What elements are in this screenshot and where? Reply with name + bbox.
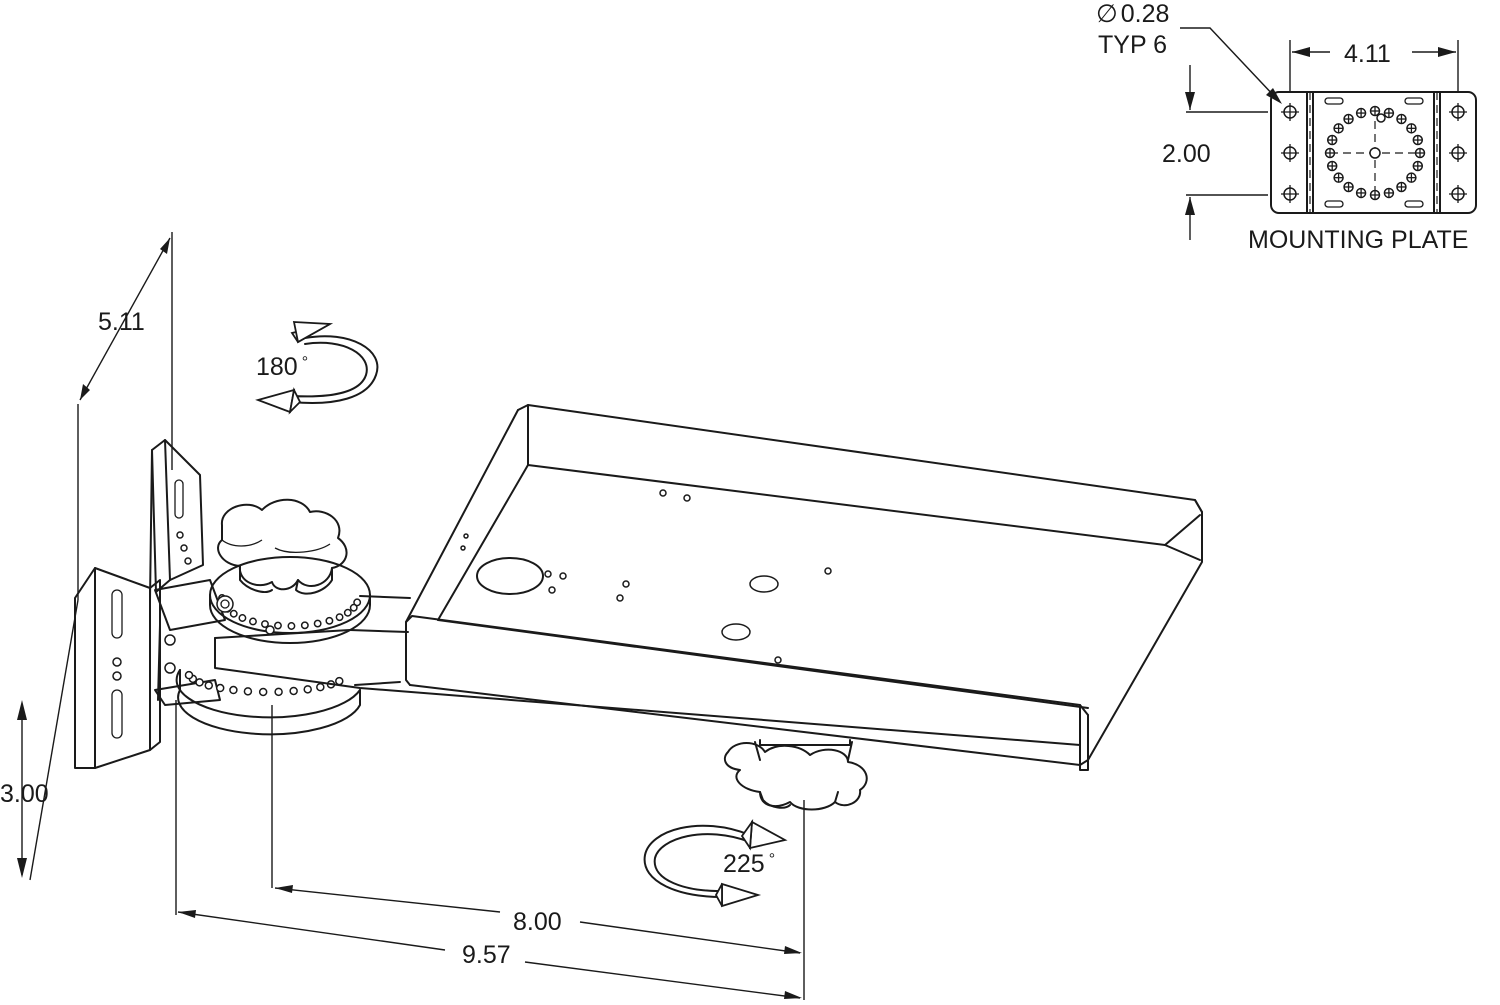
upper-degree-symbol: °: [302, 354, 308, 371]
disc-hole: [274, 621, 282, 630]
disc-hole: [204, 681, 214, 690]
mounting-plate-title: MOUNTING PLATE: [1248, 226, 1468, 254]
hole-diameter-label: ∅0.28: [1096, 0, 1169, 28]
diameter-symbol: ∅: [1096, 0, 1118, 28]
wall-bracket: [74, 439, 226, 769]
disc-hole: [343, 608, 352, 617]
disc-hole: [261, 620, 269, 628]
mounting-plate-detail: [1270, 91, 1477, 214]
plate-hole-spacing-label: 2.00: [1162, 140, 1211, 168]
disc-hole: [349, 603, 358, 612]
disc-hole: [229, 609, 238, 618]
disc-hole: [249, 617, 257, 626]
labels: 5.11 3.00 8.00 9.57 180° 225° 4.11 2.00 …: [0, 0, 1468, 969]
disc-hole: [215, 683, 225, 693]
hole-quantity-label: TYP 6: [1098, 31, 1167, 59]
lower-star-knob: [723, 739, 868, 811]
disc-hole: [353, 598, 362, 607]
disc-hole: [238, 614, 247, 622]
disc-hole: [303, 685, 312, 694]
lower-swivel-disc: [175, 669, 361, 736]
lower-degree-symbol: °: [769, 851, 775, 868]
disc-hole: [316, 682, 325, 692]
disc-hole: [289, 686, 298, 696]
laptop-tray: [405, 404, 1203, 771]
center-hole: [1369, 147, 1381, 159]
lower-rotation-label: 225°: [723, 850, 775, 878]
plate-width-label: 4.11: [1344, 40, 1391, 68]
disc-hole: [243, 687, 253, 696]
disc-hole: [325, 616, 334, 625]
extension-arm: [214, 595, 1081, 746]
upper-rotation-label: 180°: [256, 353, 308, 381]
disc-hole: [313, 619, 322, 628]
height-overall-label: 5.11: [98, 308, 145, 336]
disc-hole: [335, 676, 344, 686]
disc-hole: [184, 670, 194, 680]
disc-hole: [229, 685, 238, 695]
dimension-lines: [17, 232, 805, 1000]
disc-hole: [258, 687, 268, 697]
overall-length-label: 9.57: [462, 941, 511, 969]
disc-hole: [300, 621, 309, 630]
lower-rotation-value: 225: [723, 850, 765, 878]
hole-diameter-value: 0.28: [1121, 0, 1170, 28]
rotation-arrow-upper: [255, 321, 379, 415]
height-bracket-label: 3.00: [0, 780, 49, 808]
upper-star-knob: [217, 498, 348, 595]
disc-hole: [335, 613, 344, 622]
ring-hole: [1376, 113, 1386, 123]
disc-hole: [195, 678, 204, 687]
plate-dimension-lines: [1180, 27, 1459, 240]
arm-length-label: 8.00: [513, 908, 562, 936]
disc-hole: [287, 622, 296, 630]
disc-hole: [274, 687, 283, 697]
rotation-arrow-lower: [643, 818, 788, 908]
upper-rotation-value: 180: [256, 353, 298, 381]
